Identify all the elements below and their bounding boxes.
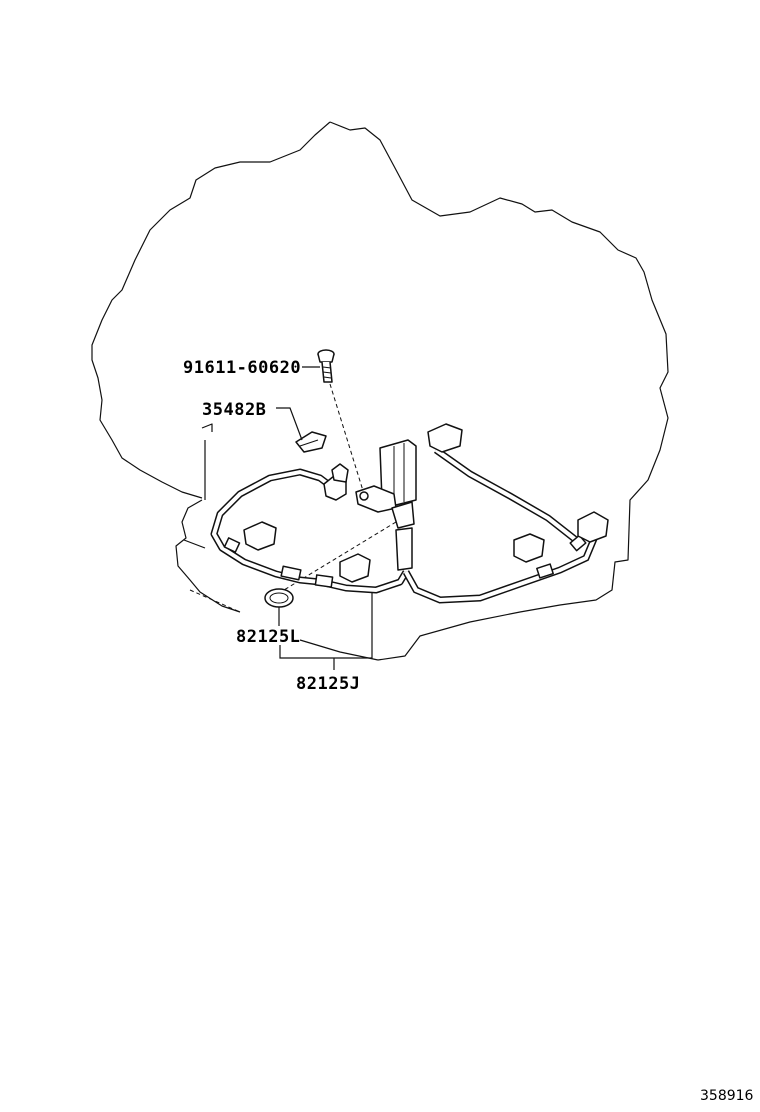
part-label-clamp: 35482B <box>202 400 266 420</box>
wire-harness-part <box>210 423 609 604</box>
part-label-o-ring: 82125L <box>236 627 300 647</box>
part-label-bolt: 91611-60620 <box>183 358 301 378</box>
bolt-part <box>317 349 335 383</box>
bolt-install-line <box>329 383 365 495</box>
transmission-housing-outline <box>91 121 669 661</box>
reference-number: 358916 <box>700 1088 754 1104</box>
clamp-part <box>295 431 327 453</box>
part-label-wire-harness: 82125J <box>296 674 360 694</box>
leader-lines <box>276 366 373 670</box>
speed-sensor-part <box>355 439 417 571</box>
o-ring-part <box>264 588 294 608</box>
o-ring-install-line <box>283 521 397 591</box>
